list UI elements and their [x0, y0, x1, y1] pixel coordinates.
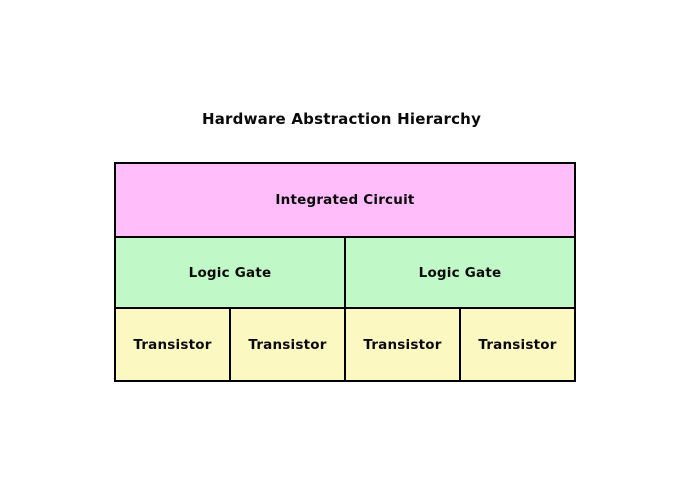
- level-transistors: Transistor Transistor Transistor Transis…: [116, 309, 574, 380]
- level-integrated-circuit: Integrated Circuit: [116, 164, 574, 236]
- logic-gate-box: Logic Gate: [346, 238, 574, 307]
- level-logic-gates: Logic Gate Logic Gate: [116, 238, 574, 307]
- transistor-box: Transistor: [116, 309, 229, 380]
- hierarchy-diagram: Integrated Circuit Logic Gate Logic Gate…: [114, 162, 576, 382]
- transistor-box: Transistor: [231, 309, 344, 380]
- transistor-box: Transistor: [461, 309, 574, 380]
- figure-title: Hardware Abstraction Hierarchy: [201, 110, 482, 128]
- integrated-circuit-box: Integrated Circuit: [116, 164, 574, 236]
- logic-gate-box: Logic Gate: [116, 238, 344, 307]
- transistor-box: Transistor: [346, 309, 459, 380]
